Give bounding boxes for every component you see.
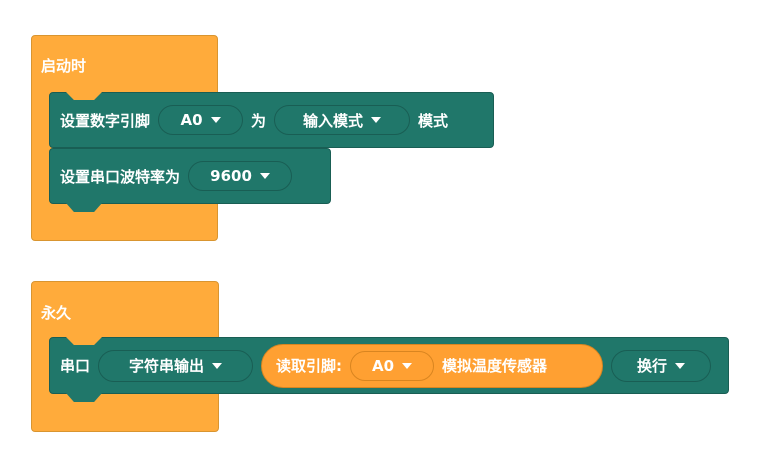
sensor-label: 模拟温度传感器 bbox=[442, 357, 548, 375]
hat-label: 永久 bbox=[41, 304, 72, 322]
caret-down-icon bbox=[675, 362, 686, 369]
pin-value: A0 bbox=[371, 356, 395, 375]
set-baud-rate-block[interactable]: 设置串口波特率为 9600 bbox=[49, 148, 331, 212]
reporter-pin-dropdown[interactable]: A0 bbox=[350, 350, 435, 381]
suffix-text: 模式 bbox=[418, 111, 449, 130]
caret-down-icon bbox=[371, 117, 382, 123]
read-pin-reporter[interactable]: 读取引脚: A0 模拟温度传感器 bbox=[261, 343, 604, 388]
baud-value: 9600 bbox=[210, 167, 252, 185]
mode-value: 输入模式 bbox=[303, 111, 364, 130]
notch bbox=[66, 337, 102, 345]
baud-dropdown[interactable]: 9600 bbox=[188, 161, 293, 191]
block-label: 设置数字引脚 bbox=[60, 111, 151, 130]
block-label: 设置串口波特率为 bbox=[60, 167, 181, 186]
hat-label: 启动时 bbox=[41, 57, 87, 75]
notch bbox=[66, 92, 102, 100]
line-end-value: 换行 bbox=[637, 357, 668, 375]
output-type-dropdown[interactable]: 字符串输出 bbox=[98, 349, 254, 382]
notch bbox=[66, 203, 102, 212]
block-label: 串口 bbox=[60, 357, 91, 375]
notch bbox=[66, 393, 102, 402]
mode-dropdown[interactable]: 输入模式 bbox=[274, 105, 411, 135]
pin-value: A0 bbox=[180, 111, 203, 129]
caret-down-icon bbox=[402, 362, 413, 369]
caret-down-icon bbox=[210, 117, 221, 123]
pin-dropdown[interactable]: A0 bbox=[158, 105, 244, 135]
line-end-dropdown[interactable]: 换行 bbox=[611, 349, 712, 382]
caret-down-icon bbox=[259, 173, 270, 179]
reporter-label: 读取引脚: bbox=[276, 357, 343, 375]
set-pin-mode-block[interactable]: 设置数字引脚 A0 为 输入模式 模式 bbox=[49, 92, 494, 148]
output-type-value: 字符串输出 bbox=[129, 357, 205, 375]
caret-down-icon bbox=[212, 362, 223, 369]
serial-print-block[interactable]: 串口 字符串输出 读取引脚: A0 模拟温度传感器 换行 bbox=[49, 337, 729, 402]
connector-text: 为 bbox=[251, 111, 267, 130]
